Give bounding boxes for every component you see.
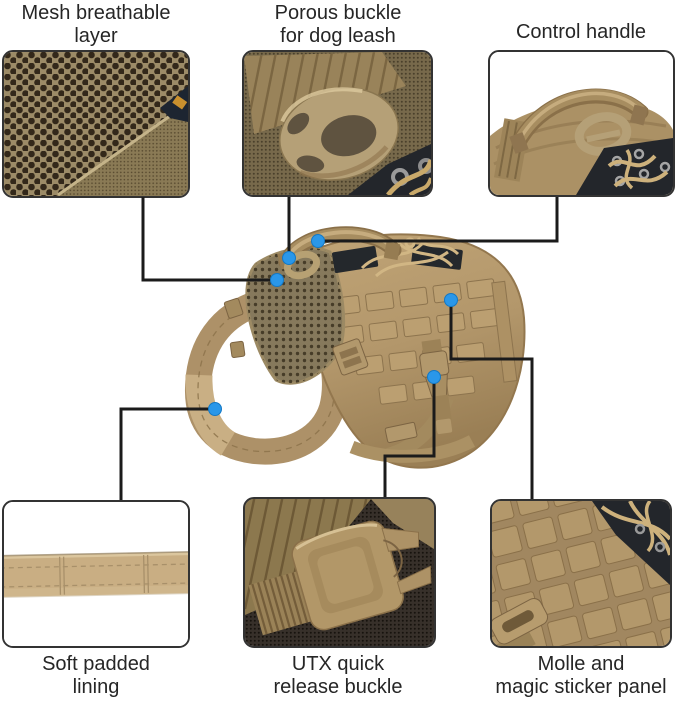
connector-utx-buckle bbox=[383, 377, 436, 497]
callout-dot-utx-buckle bbox=[427, 370, 441, 384]
callout-label-molle-panel: Molle and magic sticker panel bbox=[495, 653, 667, 698]
inset-photo-soft-padded-lining bbox=[2, 500, 190, 648]
callout-dots bbox=[208, 234, 458, 416]
molle-panel-illustration bbox=[492, 501, 670, 646]
callout-dot-control-handle bbox=[311, 234, 325, 248]
connector-control-handle bbox=[318, 197, 559, 243]
inset-photo-molle-panel bbox=[490, 499, 672, 648]
inset-photo-porous-buckle bbox=[242, 50, 433, 197]
callout-label-soft-padded-lining: Soft padded lining bbox=[42, 653, 150, 698]
harness-body bbox=[291, 233, 526, 469]
harness-velcro-patches bbox=[331, 244, 463, 274]
callout-dot-mesh bbox=[270, 273, 284, 287]
harness-strap-slider bbox=[332, 338, 369, 376]
inset-photo-utx-quick-release-buckle bbox=[243, 497, 436, 648]
harness-porous-ring-buckle bbox=[283, 250, 321, 280]
inset-photo-control-handle bbox=[488, 50, 675, 197]
callout-label-mesh-breathable-layer: Mesh breathable layer bbox=[21, 2, 171, 47]
callout-label-porous-buckle: Porous buckle for dog leash bbox=[274, 2, 402, 47]
connector-molle-panel bbox=[449, 300, 534, 499]
harness-elastic-cords bbox=[360, 236, 460, 278]
porous-buckle-illustration bbox=[244, 52, 431, 195]
padded-strap-illustration bbox=[4, 502, 188, 646]
callout-dot-porous-buckle bbox=[282, 251, 296, 265]
control-handle-illustration bbox=[490, 52, 673, 195]
mesh-closeup-illustration bbox=[4, 52, 188, 196]
callout-label-utx-quick-release: UTX quick release buckle bbox=[273, 653, 403, 698]
inset-photo-mesh-breathable-layer bbox=[2, 50, 190, 198]
harness-side-release-buckle bbox=[419, 338, 453, 435]
harness-illustration bbox=[185, 226, 526, 469]
callout-dot-molle-panel bbox=[444, 293, 458, 307]
harness-mesh-panel bbox=[223, 246, 346, 385]
quick-release-buckle-illustration bbox=[245, 499, 434, 646]
connector-mesh bbox=[141, 197, 277, 282]
callout-label-control-handle: Control handle bbox=[515, 21, 647, 43]
callout-dot-soft-padding bbox=[208, 402, 222, 416]
harness-molle-rows bbox=[331, 278, 518, 405]
harness-chest-strap bbox=[318, 260, 406, 453]
connector-soft-padding bbox=[119, 407, 215, 500]
harness-belly-straps bbox=[349, 395, 476, 463]
harness-control-handle bbox=[277, 226, 402, 280]
callout-connectors bbox=[119, 197, 559, 500]
harness-neck-strap-loop bbox=[185, 289, 348, 465]
